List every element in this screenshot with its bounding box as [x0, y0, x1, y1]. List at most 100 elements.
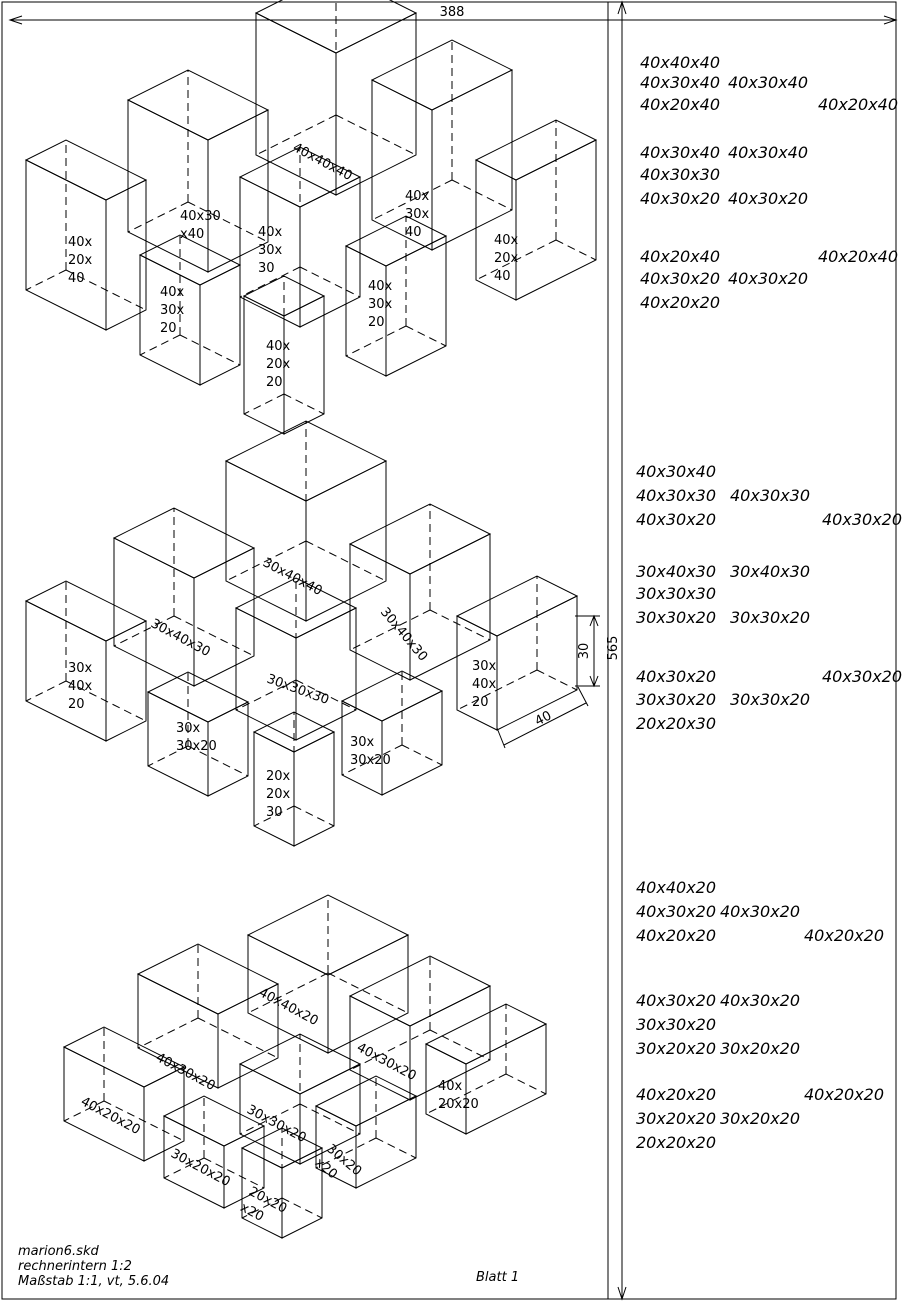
- legend-item: 30x30x20: [636, 608, 716, 627]
- box-hidden-edge: [225, 540, 307, 582]
- legend-item: 30x30x30: [636, 584, 716, 603]
- box-left-face: [113, 537, 195, 687]
- box-hidden-edge: [179, 334, 241, 366]
- box-hidden-edge: [293, 805, 335, 827]
- box-right-face: [355, 1095, 417, 1189]
- box-hidden-edge: [241, 1197, 283, 1219]
- box-right-face: [327, 934, 409, 1054]
- box-right-face: [295, 607, 357, 741]
- box-top-face: [474, 119, 598, 181]
- legend-item: 40x30x20: [636, 902, 716, 921]
- box-hidden-edge: [299, 266, 361, 298]
- legend-item: 40x30x40: [640, 73, 720, 92]
- box-right-face: [105, 620, 147, 742]
- box-hidden-edge: [239, 1103, 301, 1135]
- box-top-face: [24, 580, 148, 642]
- legend-item: 40x20x20: [640, 293, 720, 312]
- box-right-face: [385, 235, 447, 377]
- box-left-face: [127, 99, 209, 273]
- legend-item: 40x20x20: [636, 1085, 716, 1104]
- legend-item: 40x30x20: [728, 189, 808, 208]
- box-top-face: [138, 234, 242, 286]
- box-top-face: [24, 139, 148, 201]
- box-label: 30x40x40: [260, 555, 324, 599]
- legend-item: 30x30x20: [636, 1015, 716, 1034]
- legend-item: 40x30x20: [720, 991, 800, 1010]
- legend-item: 30x20x20: [720, 1039, 800, 1058]
- box-label: 40x40x20: [256, 985, 320, 1029]
- box-hidden-edge: [173, 615, 255, 657]
- box-label: 40x20x20: [78, 1094, 142, 1138]
- legend-item: 30x20x20: [720, 1109, 800, 1128]
- legend-item: 40x30x20: [720, 902, 800, 921]
- box-right-face: [193, 547, 255, 687]
- box-right-face: [381, 690, 443, 796]
- legend-item: 40x20x20: [804, 1085, 884, 1104]
- width-dimension: 388: [8, 2, 898, 26]
- box-top-face: [126, 69, 270, 141]
- box-hidden-edge: [63, 1100, 105, 1122]
- box: 40x40x40: [254, 0, 418, 196]
- file-name: marion6.skd: [18, 1244, 99, 1259]
- box-hidden-edge: [341, 744, 403, 776]
- box-hidden-edge: [253, 805, 295, 827]
- box-hidden-edge: [113, 615, 175, 647]
- legend-item: 40x30x20: [822, 667, 902, 686]
- box-hidden-edge: [327, 972, 409, 1014]
- box-left-face: [139, 254, 201, 386]
- box-label: 30x20x20: [168, 1146, 232, 1190]
- box: 40x40x20: [246, 894, 410, 1054]
- box-top-face: [146, 671, 250, 723]
- box: 20x20x20: [238, 1127, 324, 1239]
- box-hidden-edge: [405, 325, 447, 347]
- box-hidden-edge: [65, 269, 147, 311]
- legend-item: 40x30x20: [636, 667, 716, 686]
- box-hidden-edge: [139, 334, 181, 356]
- box-hidden-edge: [147, 745, 189, 767]
- internal-scale: rechnerintern 1:2: [18, 1259, 132, 1274]
- legend-item: 40x20x40: [640, 95, 720, 114]
- box-hidden-edge: [187, 745, 249, 777]
- box-left-face: [235, 607, 297, 741]
- legend-item: 40x30x20: [822, 510, 902, 529]
- legend-item: 30x30x20: [730, 608, 810, 627]
- box-hidden-edge: [299, 1103, 361, 1135]
- box-top-face: [348, 503, 492, 575]
- legend-item: 30x20x20: [636, 1039, 716, 1058]
- legend-item: 40x30x20: [636, 991, 716, 1010]
- box-top-face: [234, 577, 358, 639]
- box-hidden-edge: [137, 1017, 199, 1049]
- box-top-face: [62, 1026, 186, 1088]
- box-hidden-edge: [349, 609, 431, 651]
- box-hidden-edge: [429, 609, 491, 641]
- legend-item: 40x20x40: [818, 247, 898, 266]
- box-right-face: [431, 69, 513, 251]
- box-hidden-edge: [401, 744, 443, 766]
- height-dimension: 565: [606, 0, 627, 1301]
- box-label: 30x40x30: [148, 616, 212, 660]
- box-width-dimension: 40: [496, 686, 589, 749]
- box-hidden-edge: [247, 972, 329, 1014]
- box-top-face: [344, 215, 448, 267]
- box-hidden-edge: [283, 393, 325, 415]
- box-top-face: [254, 0, 418, 54]
- box-hidden-edge: [475, 239, 557, 281]
- box-hidden-edge: [505, 1073, 547, 1095]
- legend-item: 30x20x20: [636, 1109, 716, 1128]
- legend-item: 40x30x40: [728, 143, 808, 162]
